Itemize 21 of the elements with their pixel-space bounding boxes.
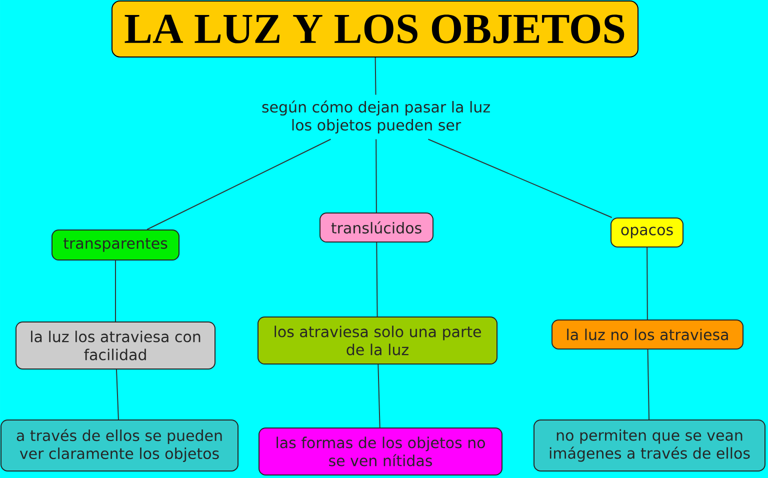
connector-line [116, 369, 119, 420]
connector-line [647, 349, 650, 420]
linking-phrase: según cómo dejan pasar la luz los objetos pueden ser [262, 100, 490, 134]
connector-line [646, 247, 648, 320]
concept-box: opacos [610, 218, 684, 248]
concept-box: las formas de los objetos no se ven nítidas [258, 428, 502, 476]
connector-line [376, 138, 377, 213]
connector-line [428, 138, 612, 218]
concept-box: translúcidos [320, 212, 434, 242]
connector-line [378, 364, 380, 428]
title-box: LA LUZ Y LOS OBJETOS [112, 0, 638, 58]
connector-line [115, 260, 116, 322]
concept-box: la luz los atraviesa con facilidad [16, 322, 216, 370]
connector-line [146, 138, 332, 230]
connector-line [376, 242, 378, 317]
concept-box: los atraviesa solo una parte de la luz [258, 316, 498, 364]
concept-box: a través de ellos se pueden ver claramente los objetos [0, 420, 238, 472]
connector-line [374, 57, 376, 96]
concept-box: no permiten que se vean imágenes a través de ellos [534, 420, 766, 472]
concept-box: transparentes [52, 230, 180, 260]
concept-box: la luz no los atraviesa [552, 320, 744, 350]
